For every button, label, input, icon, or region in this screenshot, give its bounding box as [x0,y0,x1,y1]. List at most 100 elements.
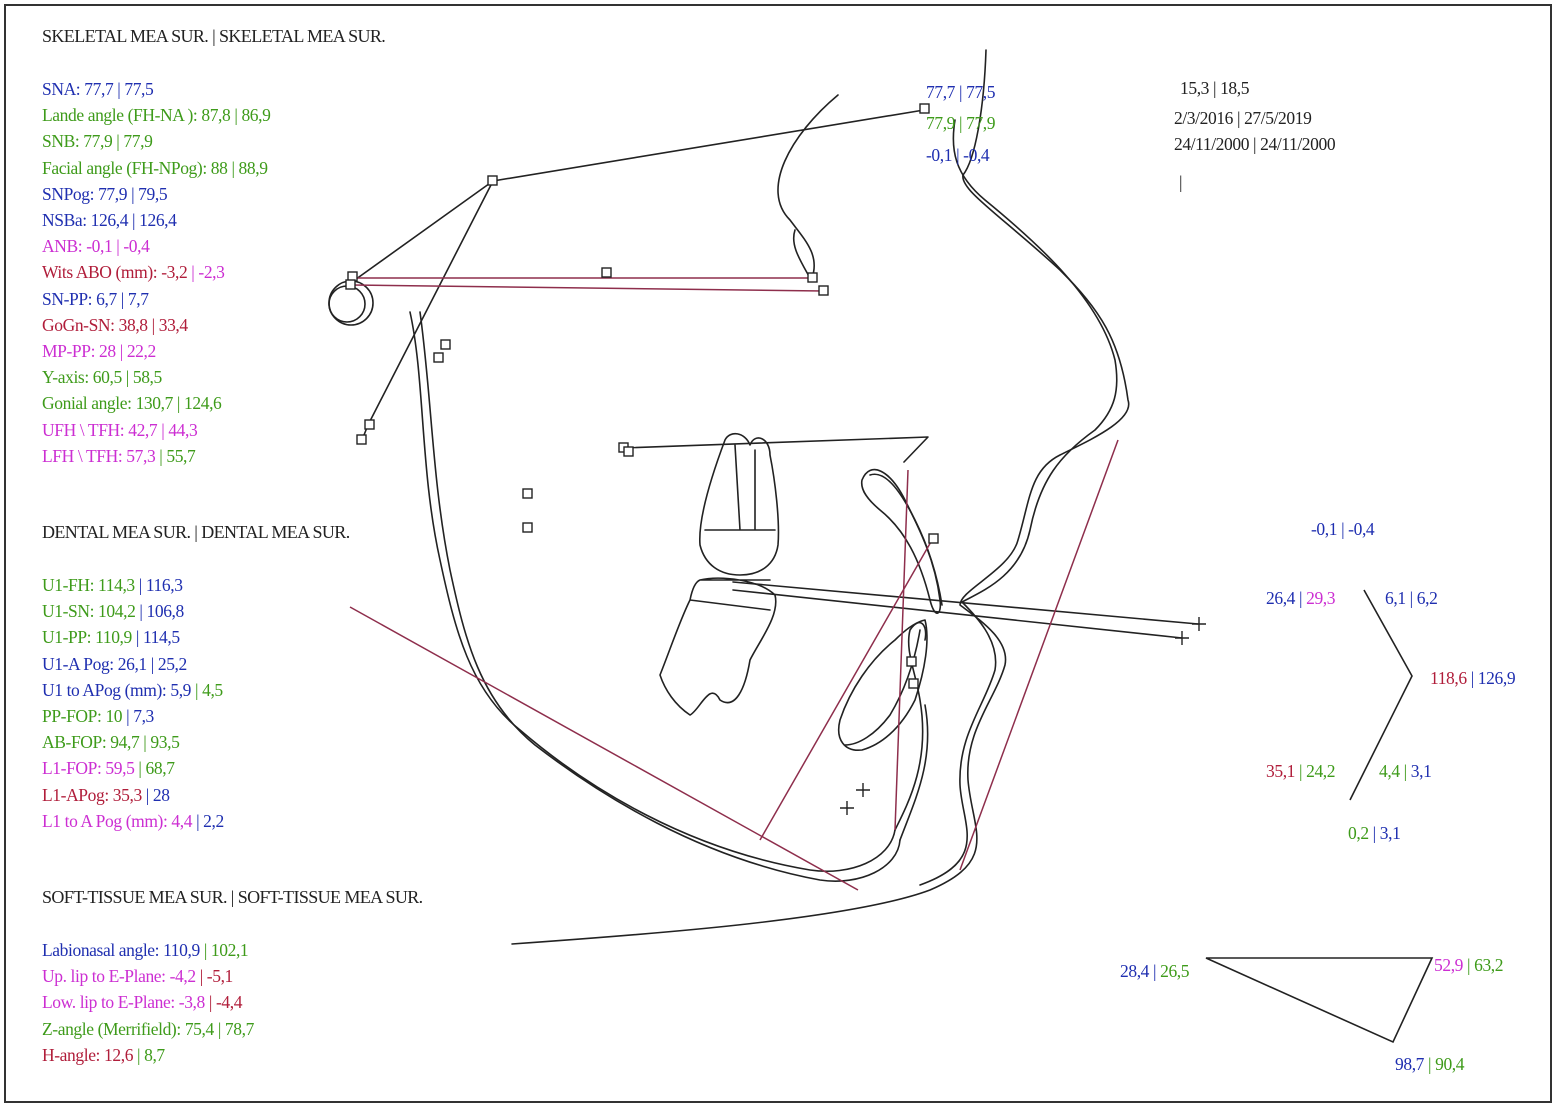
soft-tissue-label: Up. lip to E-Plane: [42,966,166,987]
skeletal-value-1: 28 [99,341,116,361]
skeletal-value-1: 60,5 [92,367,122,388]
landmark-point [623,446,634,457]
skeletal-row: ANB: -0,1 | -0,4 [42,236,150,257]
soft-tissue-profile-a [511,49,1130,945]
soft-tissue-row: Labionasal angle: 110,9 | 102,1 [42,940,249,960]
info-line-1: 15,3 | 18,5 [1180,78,1250,98]
dental-value-2: 116,3 [145,575,183,595]
skeletal-label: UFH \ TFH: [42,419,125,440]
label-chevron-left-up: 26,4 | 29,3 [1266,588,1336,608]
a-pog-line [759,539,933,841]
fh-line-b [351,284,824,292]
dental-value-1: 4,4 [171,810,193,831]
label-triangle-right: 52,9 | 63,2 [1434,955,1504,975]
skeletal-value-1: 87,8 [201,105,231,126]
skeletal-row: Gonial angle: 130,7 | 124,6 [42,393,222,414]
dental-value-1: 35,3 [112,784,142,805]
landmark-point [433,352,444,363]
dental-value-1: 59,5 [105,758,135,779]
landmark-point [601,267,612,278]
dental-value-1: 10 [105,706,123,726]
skeletal-row: SNPog: 77,9 | 79,5 [42,183,168,204]
skeletal-value-2: 88,9 [238,157,268,178]
orbit-line [792,229,811,279]
skeletal-value-1: 77,9 [98,183,128,204]
skeletal-value-1: 38,8 [118,314,148,335]
dental-label: U1 to APog (mm): [42,679,167,700]
skeletal-value-2: 7,7 [127,288,149,309]
skeletal-value-1: 126,4 [90,210,129,230]
dental-value-1: 104,2 [98,601,136,622]
skeletal-label: LFH \ TFH: [42,445,123,466]
skeletal-row: UFH \ TFH: 42,7 | 44,3 [42,419,198,440]
skeletal-value-2: 126,4 [139,210,177,230]
dental-header: DENTAL MEA SUR. | DENTAL MEA SUR. [42,522,350,542]
dental-value-2: 7,3 [133,706,154,726]
landmark-point [487,175,498,186]
cross-marker [840,801,854,815]
dental-value-2: 4,5 [202,679,223,700]
dental-row: U1-FH: 114,3 | 116,3 [42,575,183,595]
skeletal-value-2: 79,5 [138,183,168,204]
skeletal-row: Facial angle (FH-NPog): 88 | 88,9 [42,157,268,178]
skeletal-label: Gonial angle: [42,393,132,414]
page-frame [4,4,1552,1103]
landmark-point [919,103,930,114]
dental-value-1: 26,1 [117,653,147,674]
soft-tissue-value-2: -5,1 [206,966,234,987]
skeletal-label: MP-PP: [42,341,96,361]
landmark-point [522,488,533,499]
soft-tissue-value-1: -3,8 [178,992,206,1013]
skeletal-label: Wits ABO (mm): [42,262,158,283]
label-chevron-right-up: 6,1 | 6,2 [1385,588,1438,608]
skeletal-value-1: 6,7 [96,288,117,309]
skeletal-row: GoGn-SN: 38,8 | 33,4 [42,314,188,335]
soft-tissue-label: Z-angle (Merrifield): [42,1018,181,1039]
skeletal-row: Y-axis: 60,5 | 58,5 [42,367,162,388]
dental-row: U1-SN: 104,2 | 106,8 [42,601,185,622]
cross-marker [856,783,870,797]
occlusal-plane-a [732,581,1199,625]
soft-tissue-label: H-angle: [42,1044,101,1065]
dental-row: AB-FOP: 94,7 | 93,5 [42,732,180,753]
skeletal-row: Wits ABO (mm): -3,2 | -2,3 [42,262,225,283]
skeletal-label: Y-axis: [42,367,89,388]
upper-molar [698,432,780,576]
skeletal-label: NSBa: [42,210,87,230]
soft-tissue-value-1: 110,9 [163,940,200,960]
skeletal-value-2: 22,2 [126,341,156,361]
skeletal-value-2: 77,9 [123,131,153,152]
dental-value-2: 106,8 [146,601,185,622]
sn-line [351,109,925,283]
dental-row: L1 to A Pog (mm): 4,4 | 2,2 [42,810,224,831]
dental-row: L1-APog: 35,3 | 28 [42,784,170,805]
upper-incisor-b [869,473,943,606]
soft-tissue-value-1: 75,4 [184,1018,214,1039]
skeletal-header: SKELETAL MEA SUR. | SKELETAL MEA SUR. [42,26,386,46]
dental-label: AB-FOP: [42,732,107,753]
dental-value-1: 94,7 [110,732,140,753]
dental-value-1: 110,9 [95,627,132,648]
landmark-point [906,656,917,667]
landmark-point [522,522,533,533]
label-top-c: -0,1 | -0,4 [926,145,990,165]
skeletal-label: SNA: [42,79,81,99]
landmark-point [818,285,829,296]
skeletal-label: ANB: [42,236,83,257]
lower-molar [659,577,777,716]
skeletal-row: SNB: 77,9 | 77,9 [42,131,153,152]
skeletal-value-2: 44,3 [168,419,198,440]
label-triangle-left: 28,4 | 26,5 [1120,961,1190,981]
e-line [959,439,1119,871]
skeletal-label: GoGn-SN: [42,314,115,335]
skeletal-value-2: 124,6 [184,393,222,414]
dental-row: L1-FOP: 59,5 | 68,7 [42,758,175,779]
mandible-outline-a [409,311,896,872]
skeletal-label: SN-PP: [42,288,93,309]
skeletal-value-2: 77,5 [124,79,154,99]
label-triangle-bottom: 98,7 | 90,4 [1395,1054,1465,1074]
skeletal-label: SNB: [42,131,80,152]
soft-tissue-value-2: 8,7 [144,1044,165,1065]
mandibular-plane [349,606,859,891]
skeletal-label: Facial angle (FH-NPog): [42,157,207,178]
